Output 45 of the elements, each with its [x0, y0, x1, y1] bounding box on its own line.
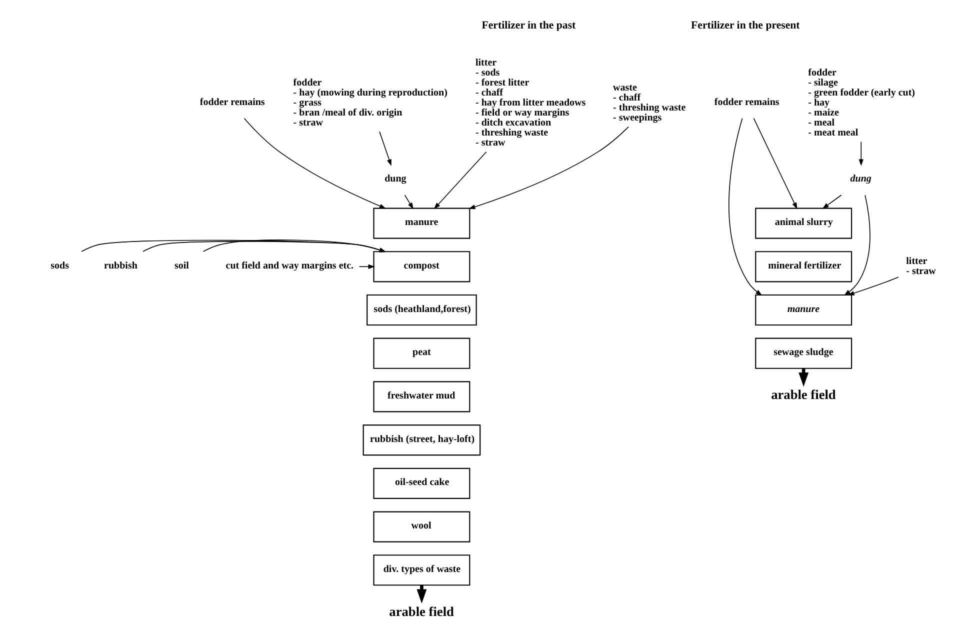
label: Fertilizer in the present — [690, 20, 800, 32]
arrow — [752, 118, 797, 210]
node-text: soil — [174, 260, 188, 272]
arrow — [404, 194, 414, 210]
node-text: fodder - silage - green fodder (early cut) - hay - maize - meal - meat meal — [808, 67, 914, 138]
node-text: rubbish — [104, 260, 137, 272]
node-text: litter - straw — [906, 256, 936, 277]
node-text: arable field — [388, 604, 454, 619]
arrow — [822, 194, 842, 209]
node-text: arable field — [770, 387, 836, 402]
arrow — [843, 194, 870, 296]
label: Fertilizer in the past — [481, 20, 576, 32]
arrow — [358, 264, 374, 269]
node-box: wool — [372, 511, 470, 542]
node-box: sewage sludge — [754, 338, 852, 369]
node-box: rubbish (street, hay-loft) — [362, 424, 480, 456]
node-box: freshwater mud — [372, 381, 470, 412]
node-box: div. types of waste — [372, 554, 470, 586]
arrow — [468, 126, 628, 210]
node-text: fodder remains — [199, 96, 264, 108]
node-box: manure — [754, 294, 852, 326]
node-box: animal slurry — [754, 208, 852, 239]
arrow — [433, 151, 486, 210]
arrow — [142, 241, 386, 252]
node-text: sods — [50, 260, 69, 272]
node-box: compost — [372, 251, 470, 282]
arrow — [858, 141, 863, 166]
arrow — [378, 131, 391, 166]
node-text: waste - chaff - threshing waste - sweepings — [612, 82, 686, 124]
node-text: dung — [384, 174, 406, 185]
node-box: sods (heathland,forest) — [366, 294, 476, 326]
node-box: peat — [372, 338, 470, 369]
node-text: litter - sods - forest litter - chaff - hay from litter meadows - field or way margins - ditch excavation - threshing waste - straw — [474, 57, 586, 148]
arrow — [847, 276, 898, 296]
node-text: dung — [850, 174, 871, 185]
node-text: cut field and way margins etc. — [225, 260, 354, 272]
arrow — [728, 118, 762, 296]
arrow — [80, 240, 386, 252]
node-box: mineral fertilizer — [754, 251, 852, 282]
node-text: fodder remains — [714, 96, 779, 108]
arrow — [202, 240, 386, 252]
node-text: fodder - hay (mowing during reproduction) - grass - bran /meal of div. origin - straw — [292, 77, 447, 128]
node-box: oil-seed cake — [372, 468, 470, 499]
node-box: manure — [372, 208, 470, 239]
arrow — [243, 118, 386, 209]
